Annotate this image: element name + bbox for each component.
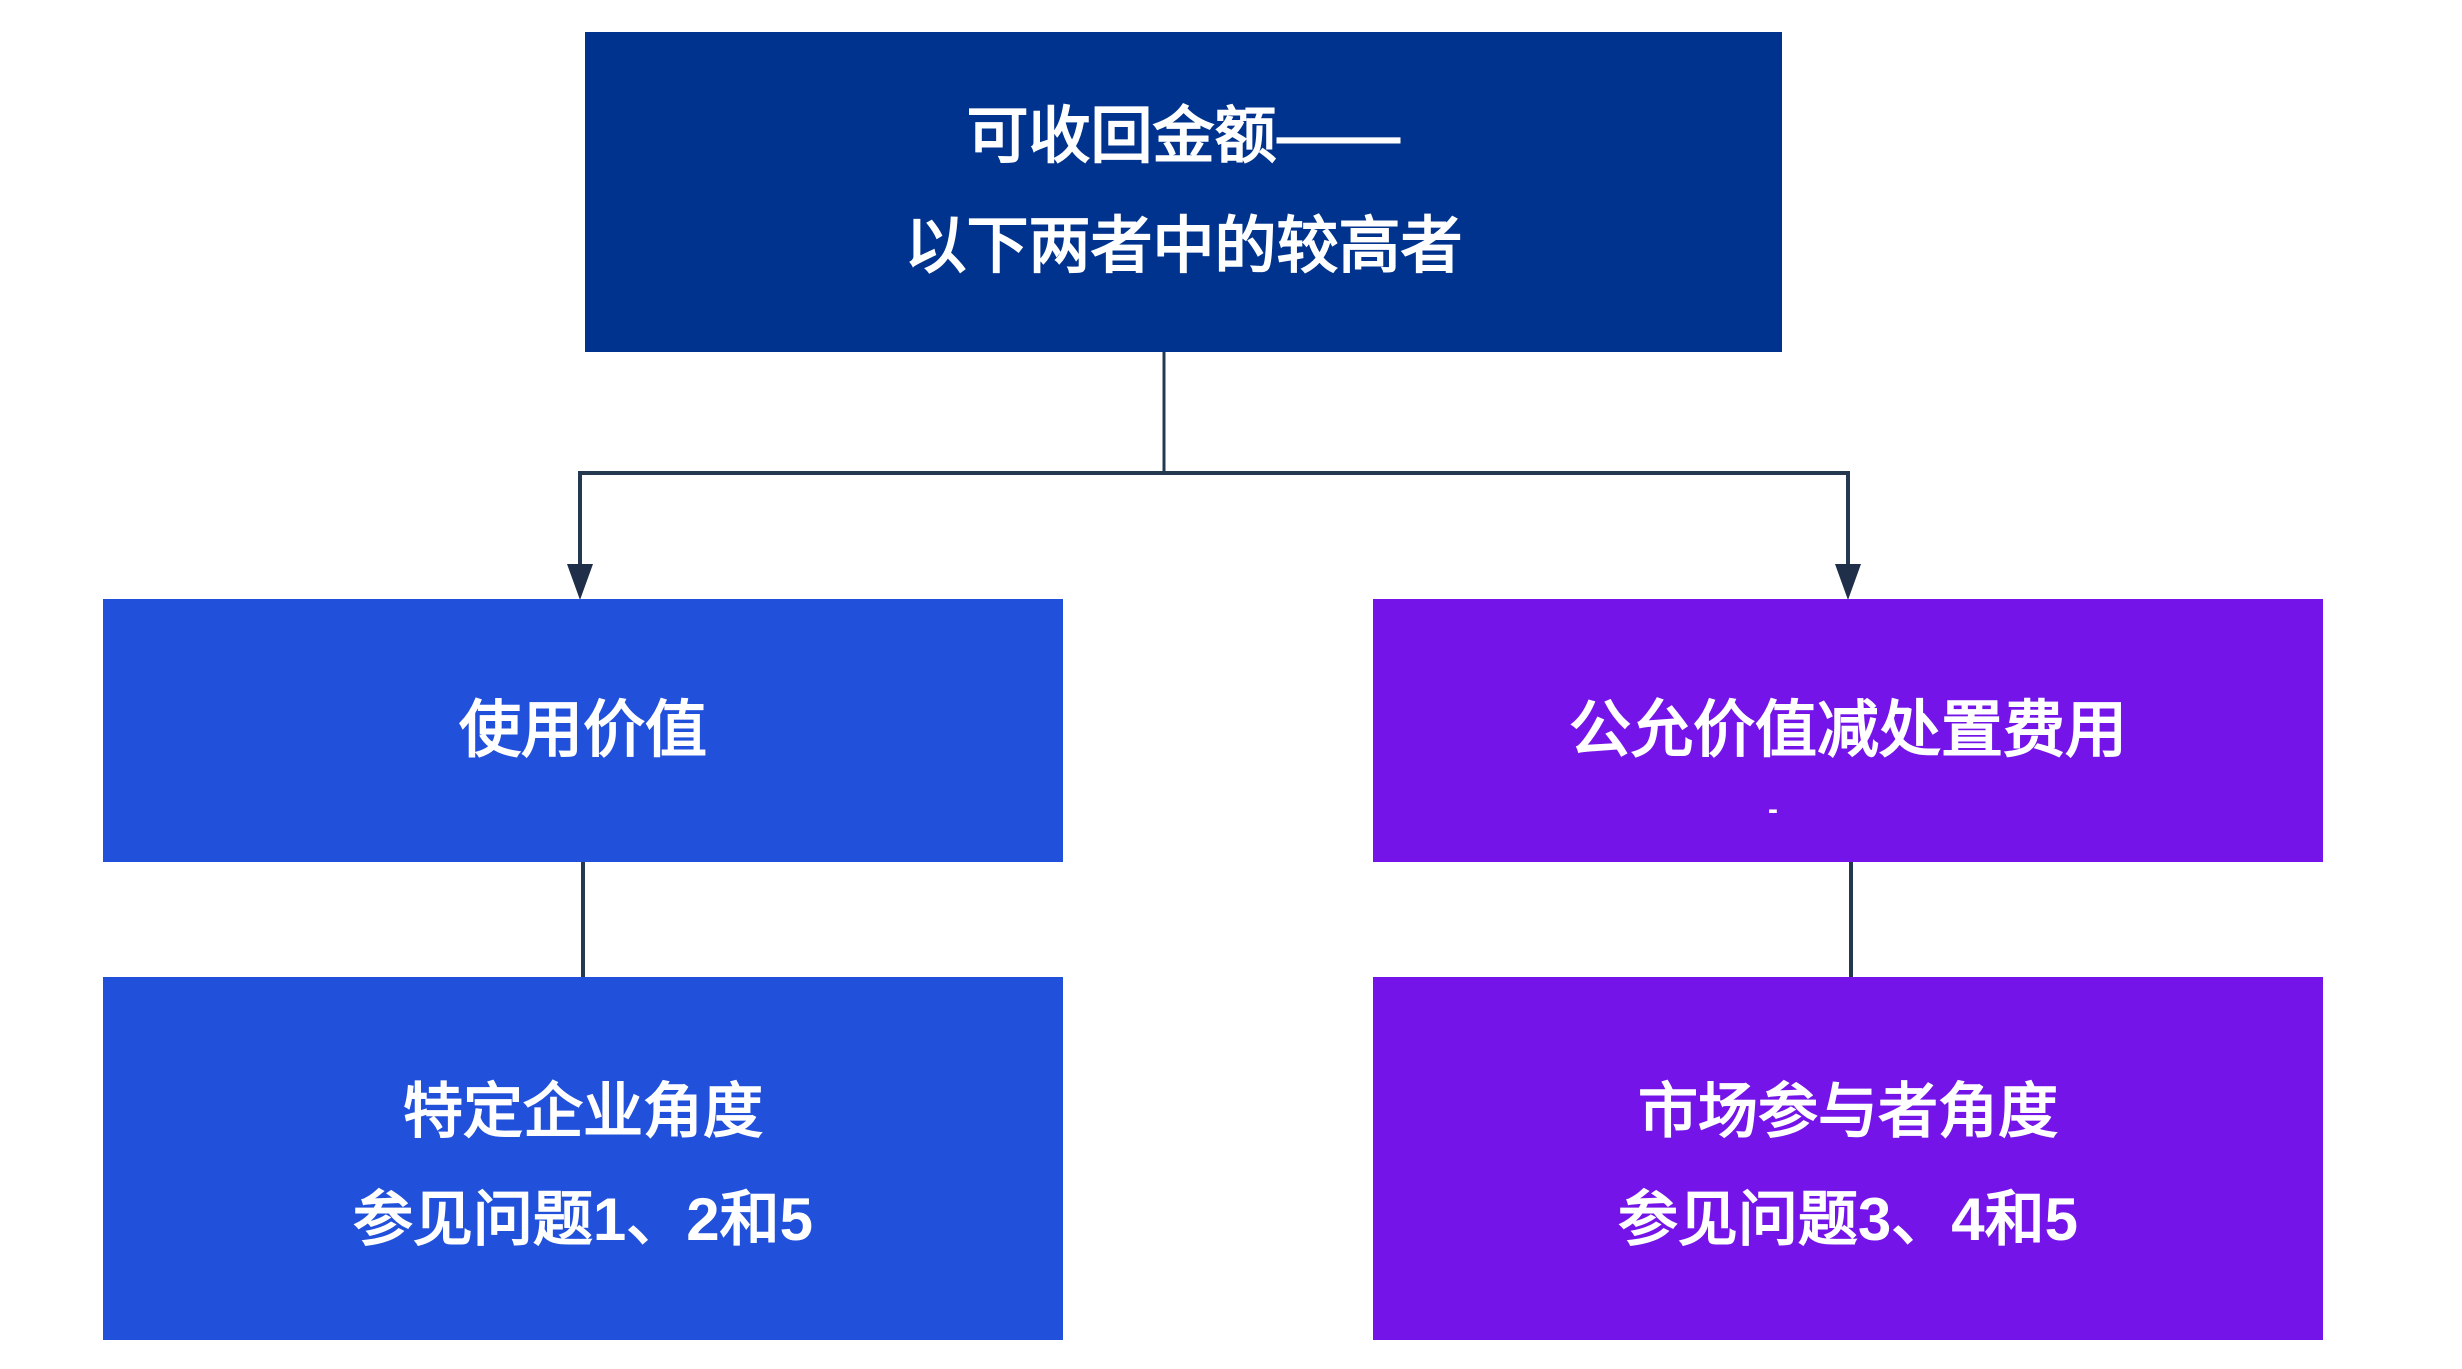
node-value-in-use-label: 使用价值 — [458, 695, 707, 765]
node-entity-specific-perspective: 特定企业角度 参见问题1、2和5 — [103, 977, 1063, 1340]
node-market-participant-perspective: 市场参与者角度 参见问题3、4和5 — [1373, 977, 2323, 1340]
node-recoverable-amount-line1: 可收回金额—— — [966, 102, 1401, 171]
node-fair-value-less-costs-label: 公允价值减处置费用 — [1568, 695, 2127, 765]
node-fair-value-less-costs-dash: - — [1768, 793, 1778, 826]
node-value-in-use: 使用价值 — [103, 599, 1063, 862]
arrowhead-left-icon — [567, 564, 593, 600]
node-market-participant-line2: 参见问题3、4和5 — [1617, 1185, 2079, 1253]
node-fair-value-less-costs: 公允价值减处置费用 - — [1373, 599, 2323, 862]
node-recoverable-amount: 可收回金额—— 以下两者中的较高者 — [585, 32, 1782, 352]
node-entity-specific-line1: 特定企业角度 — [403, 1077, 763, 1145]
node-market-participant-line1: 市场参与者角度 — [1638, 1077, 2058, 1145]
node-entity-specific-line2: 参见问题1、2和5 — [352, 1185, 814, 1253]
arrowhead-right-icon — [1835, 564, 1861, 600]
node-recoverable-amount-line2: 以下两者中的较高者 — [904, 212, 1463, 281]
